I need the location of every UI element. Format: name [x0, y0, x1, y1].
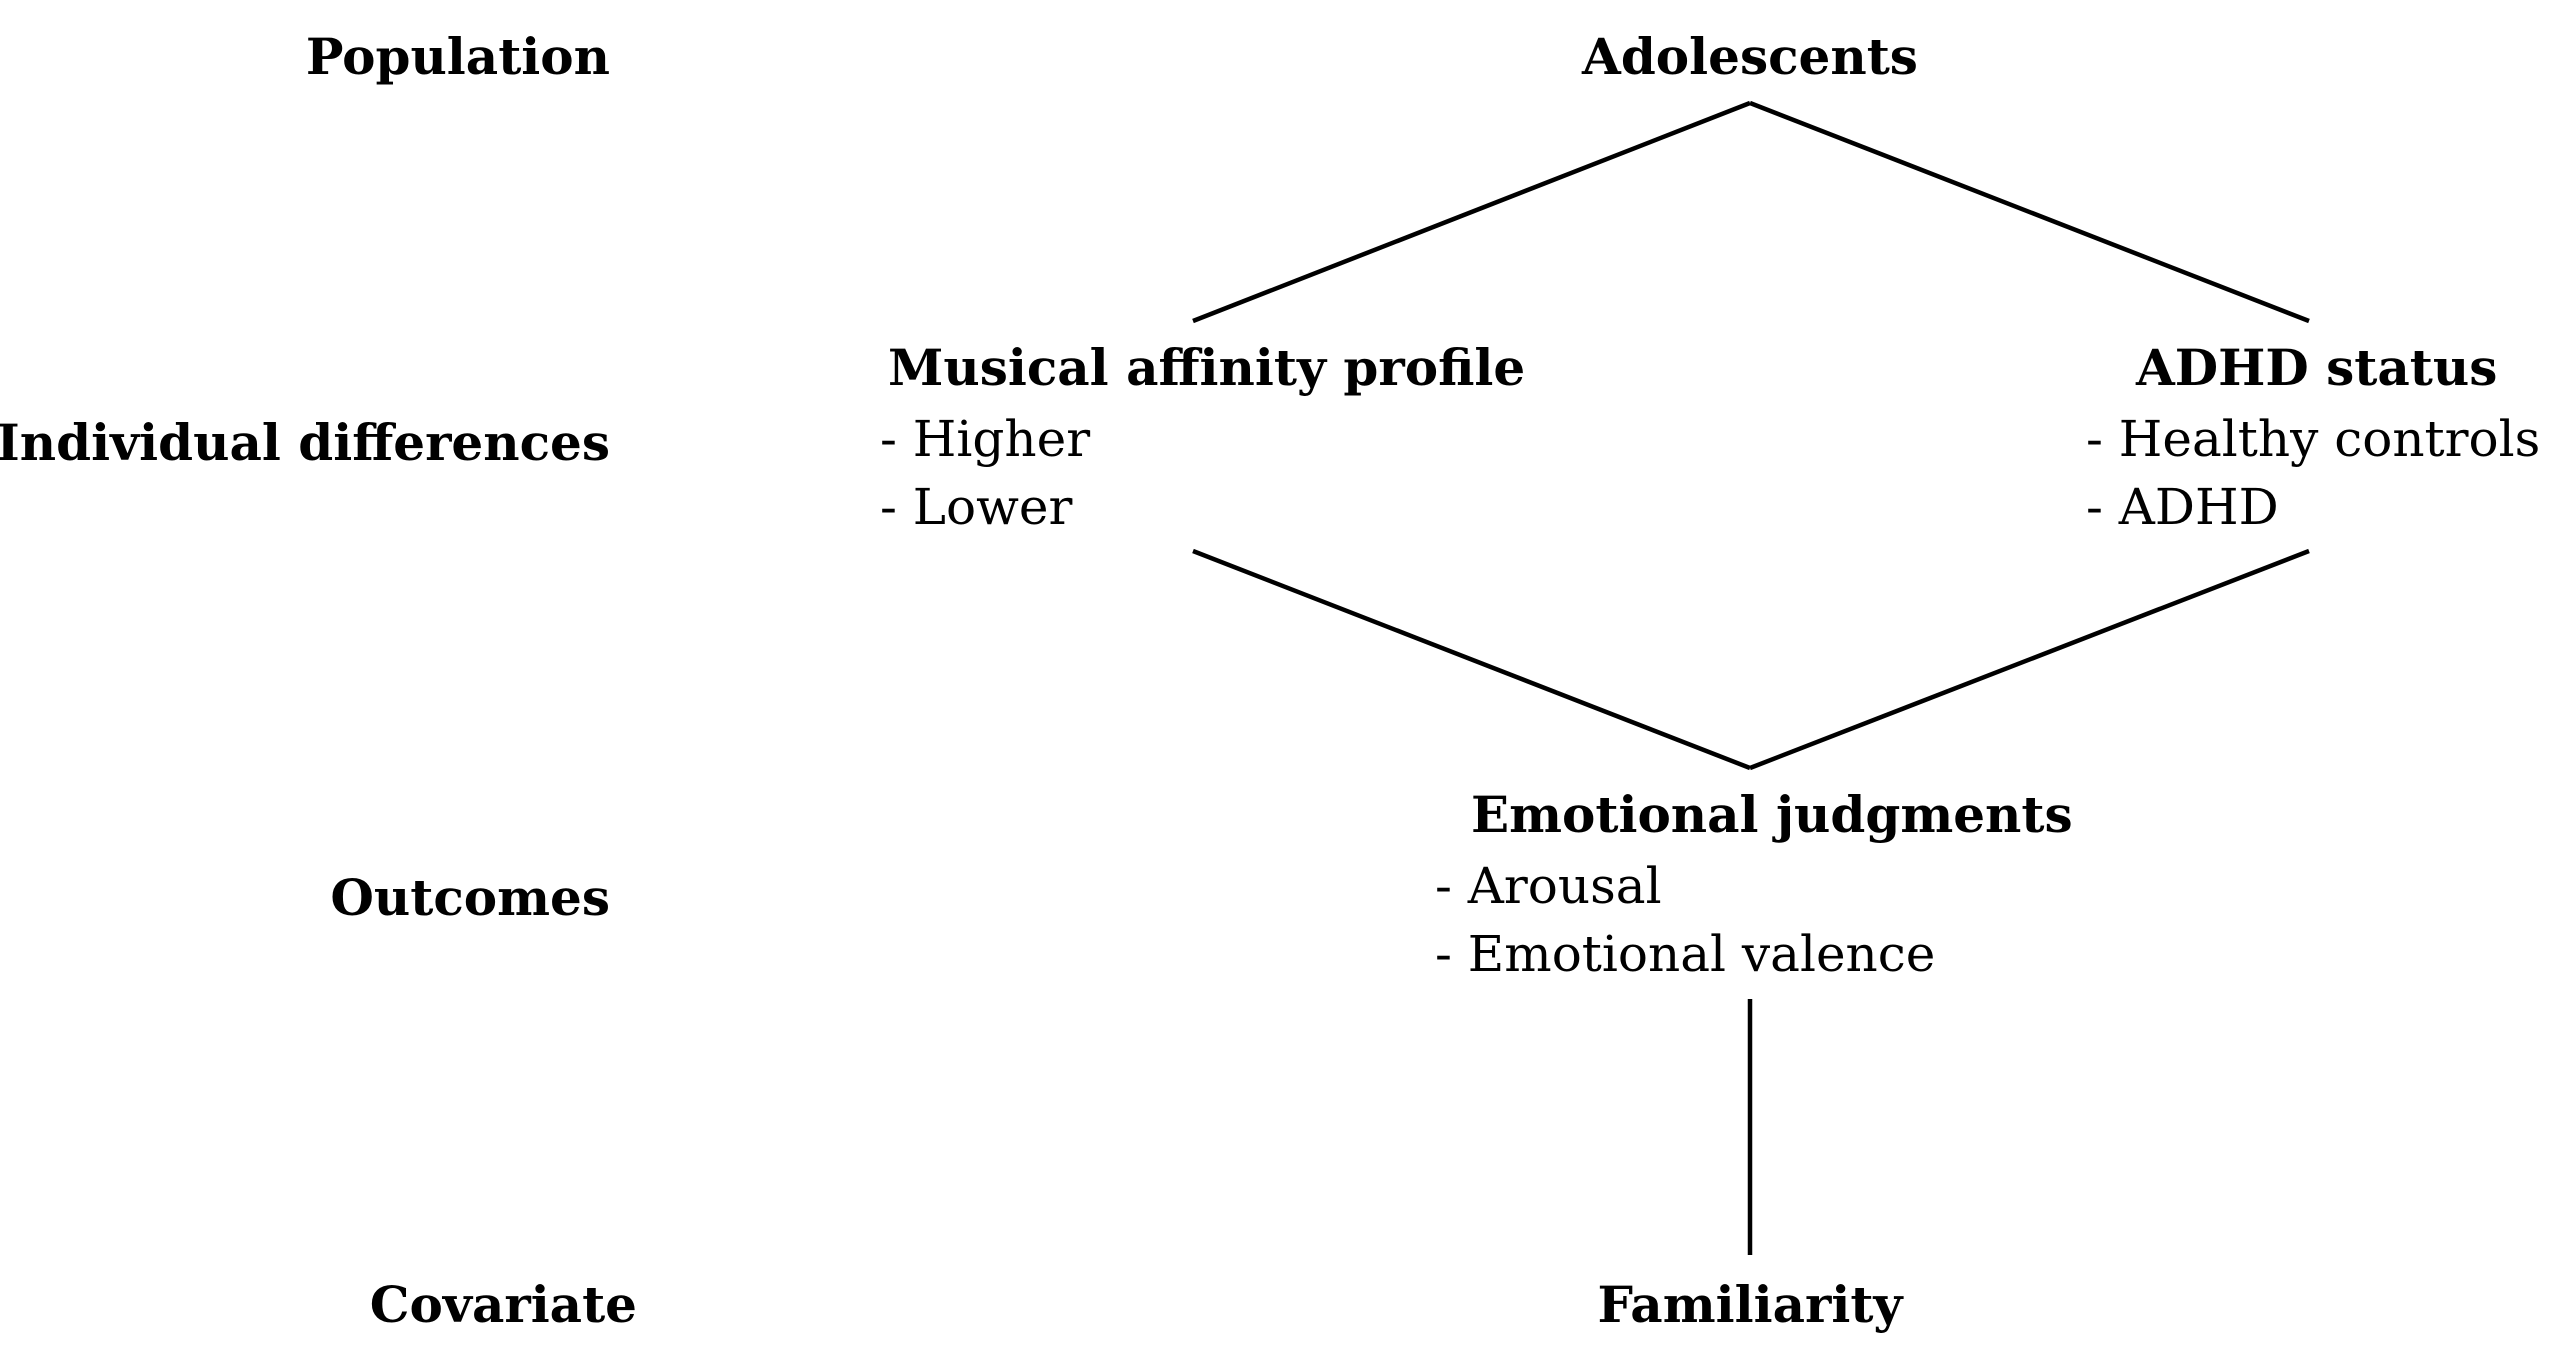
node-adhd-status-items: Healthy controls ADHD — [2086, 405, 2540, 541]
connector-adolescents-to-musical-affinity — [1192, 100, 1751, 324]
list-item: Emotional valence — [1435, 920, 2073, 988]
node-adhd-status: ADHD status Healthy controls ADHD — [2086, 343, 2540, 541]
row-label-covariate: Covariate — [369, 1275, 637, 1334]
node-emotional-judgments-items: Arousal Emotional valence — [1435, 852, 2073, 988]
connector-adolescents-to-adhd-status — [1749, 100, 2310, 324]
node-adolescents-title: Adolescents — [1582, 27, 1918, 86]
connector-musical-affinity-to-emotional-judgments — [1192, 548, 1751, 771]
node-emotional-judgments-title: Emotional judgments — [1471, 785, 2073, 844]
row-label-outcomes: Outcomes — [330, 868, 610, 927]
node-adhd-status-title: ADHD status — [2136, 338, 2498, 397]
node-familiarity: Familiarity — [1598, 1280, 1903, 1330]
list-item: Lower — [880, 473, 1525, 541]
row-label-population: Population — [305, 27, 610, 86]
list-item: Healthy controls — [2086, 405, 2540, 473]
node-adolescents: Adolescents — [1582, 32, 1918, 82]
row-label-individual-differences: Individual differences — [0, 413, 610, 472]
connector-adhd-status-to-emotional-judgments — [1749, 548, 2310, 771]
list-item: Higher — [880, 405, 1525, 473]
node-musical-affinity-items: Higher Lower — [880, 405, 1525, 541]
node-emotional-judgments: Emotional judgments Arousal Emotional va… — [1435, 790, 2073, 988]
node-musical-affinity: Musical affinity profile Higher Lower — [880, 343, 1525, 541]
node-familiarity-title: Familiarity — [1597, 1275, 1903, 1334]
list-item: ADHD — [2086, 473, 2540, 541]
node-musical-affinity-title: Musical affinity profile — [888, 338, 1526, 397]
list-item: Arousal — [1435, 852, 2073, 920]
